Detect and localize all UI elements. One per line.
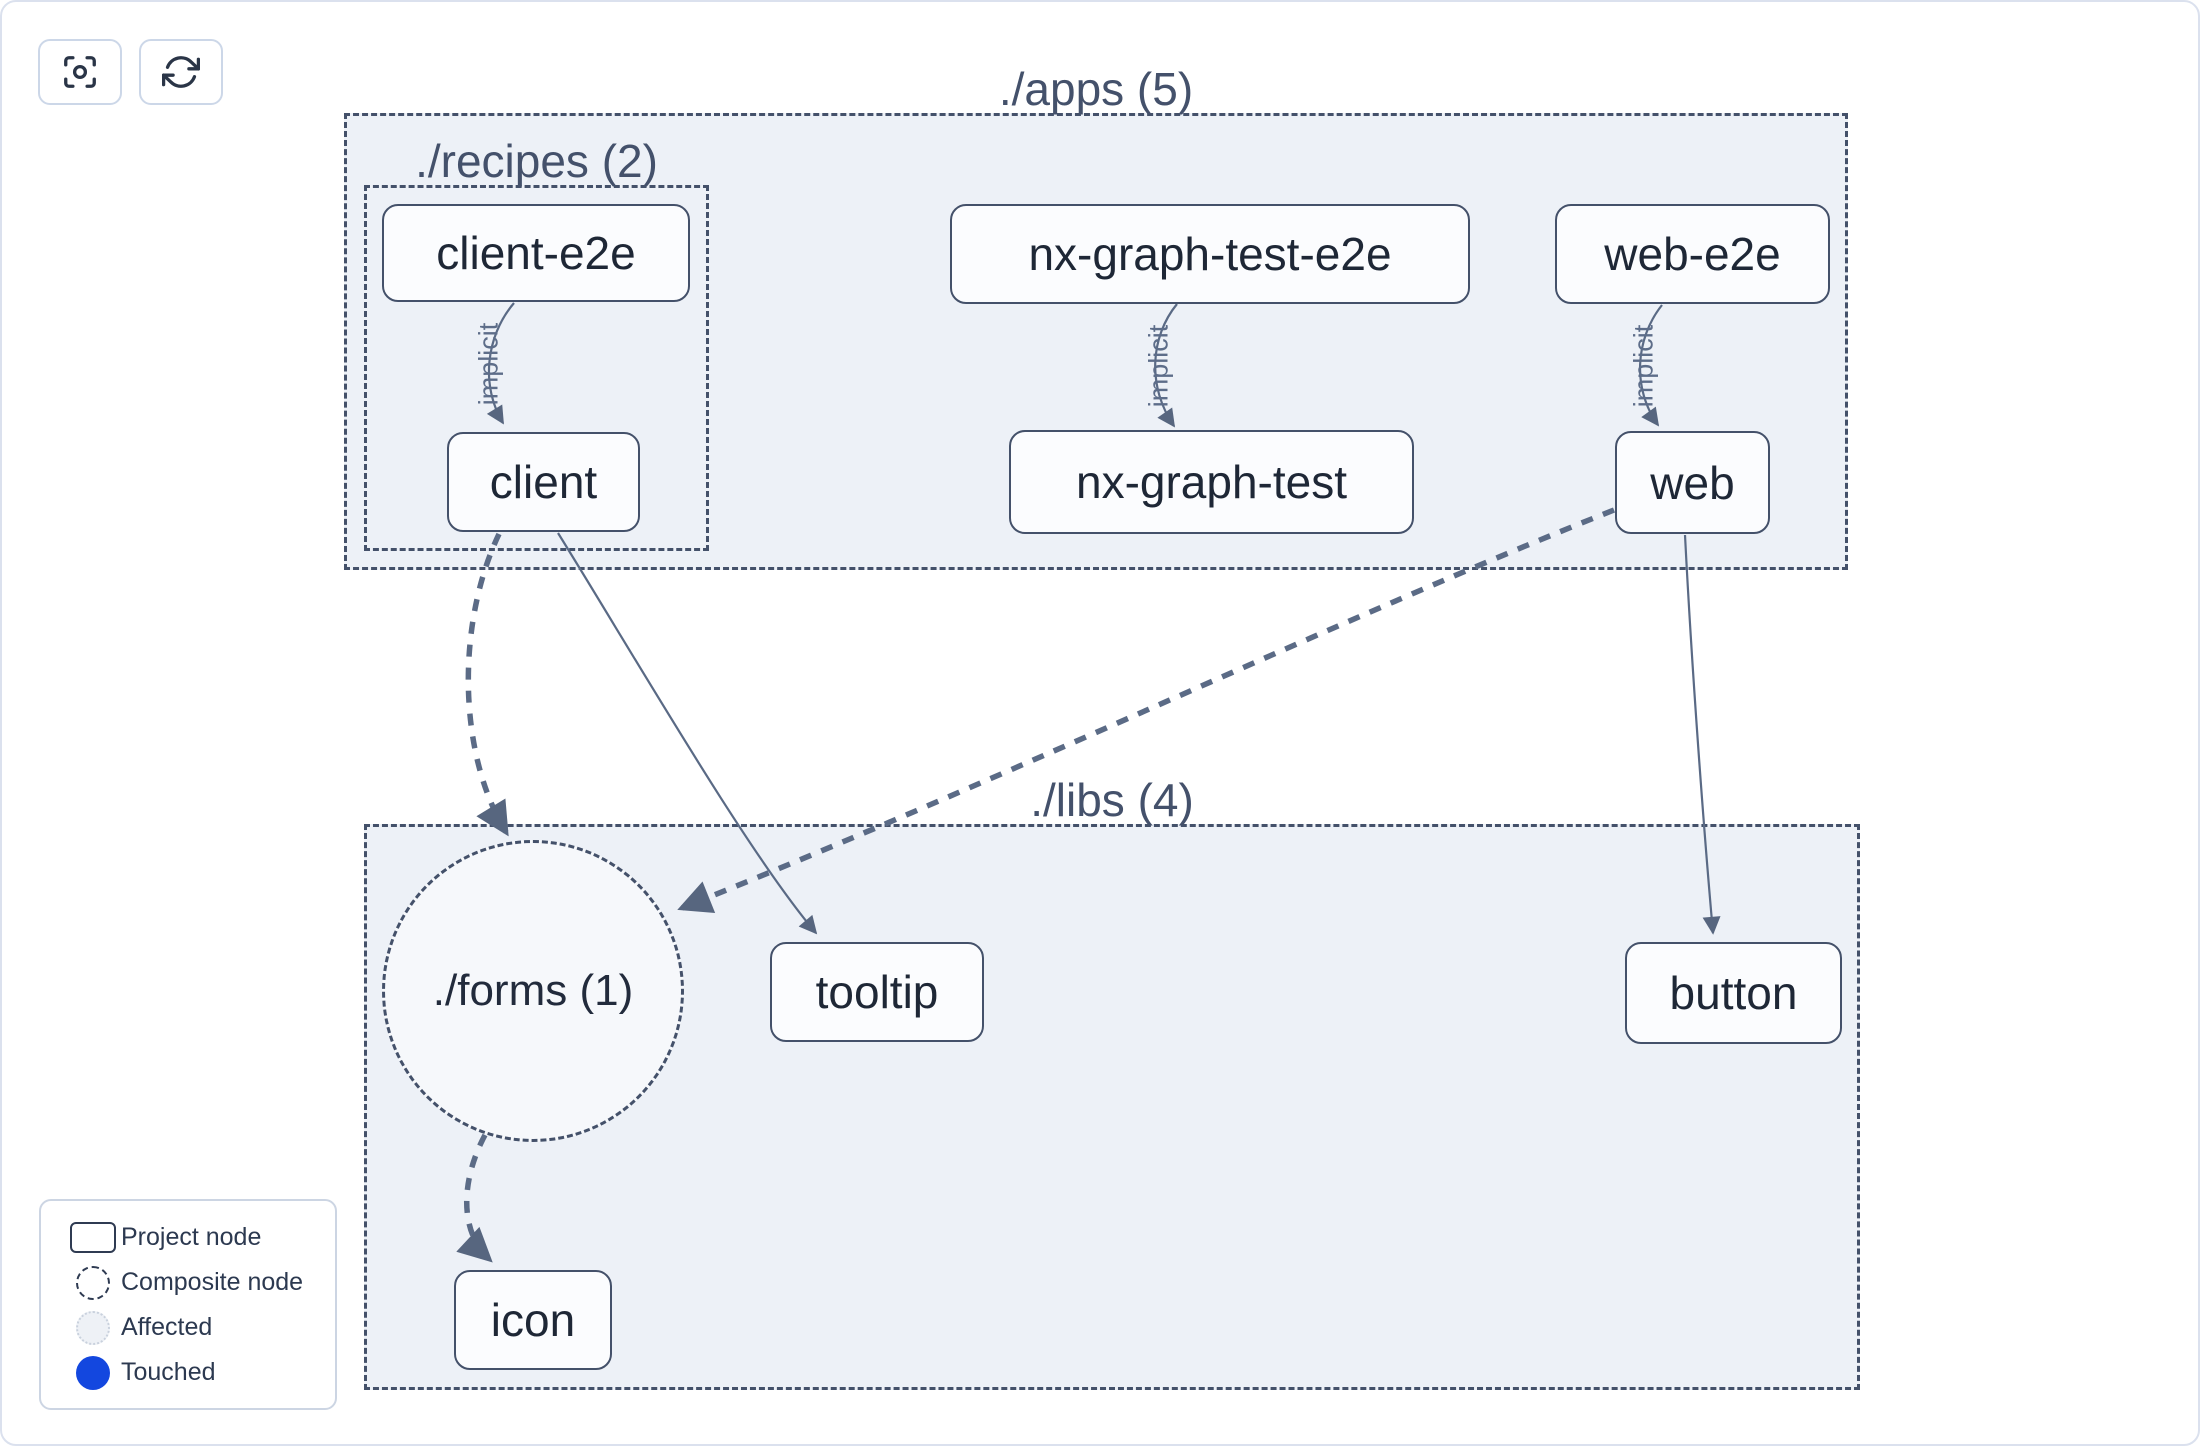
legend: Project node Composite node Affected Tou… xyxy=(39,1199,337,1410)
composite-node-forms[interactable]: ./forms (1) xyxy=(382,840,684,1142)
refresh-button[interactable] xyxy=(139,39,223,105)
legend-label: Project node xyxy=(121,1223,262,1251)
legend-label: Touched xyxy=(121,1358,216,1386)
legend-row-project-node: Project node xyxy=(65,1215,335,1260)
project-node-client[interactable]: client xyxy=(447,432,640,532)
container-libs-label[interactable]: ./libs (4) xyxy=(1030,774,1194,826)
composite-node-swatch xyxy=(76,1265,110,1300)
project-node-label: web-e2e xyxy=(1604,228,1781,280)
project-node-label: icon xyxy=(490,1294,576,1346)
container-apps-label[interactable]: ./apps (5) xyxy=(998,63,1194,115)
edge-label-implicit: implicit xyxy=(1628,324,1659,408)
project-node-label: client xyxy=(489,456,598,508)
project-node-button[interactable]: button xyxy=(1625,942,1842,1044)
project-node-label: nx-graph-test-e2e xyxy=(1028,228,1392,280)
edge-label-implicit: implicit xyxy=(473,322,504,406)
focus-crosshair-icon xyxy=(64,56,96,88)
affected-swatch xyxy=(76,1310,110,1345)
edge-label-implicit: implicit xyxy=(1143,324,1174,408)
project-node-label: button xyxy=(1669,967,1798,1019)
project-node-icon[interactable]: icon xyxy=(454,1270,612,1370)
project-node-web[interactable]: web xyxy=(1615,431,1770,534)
project-node-web-e2e[interactable]: web-e2e xyxy=(1555,204,1830,304)
project-node-swatch xyxy=(70,1222,116,1253)
legend-row-touched: Touched xyxy=(65,1350,335,1395)
project-node-tooltip[interactable]: tooltip xyxy=(770,942,984,1042)
project-node-label: nx-graph-test xyxy=(1075,456,1347,508)
project-node-label: tooltip xyxy=(815,966,939,1018)
legend-row-affected: Affected xyxy=(65,1305,335,1350)
container-recipes[interactable]: ./recipes (2) xyxy=(364,135,709,551)
composite-node-forms-label: ./forms (1) xyxy=(432,966,634,1015)
focus-button[interactable] xyxy=(38,39,122,105)
project-node-label: client-e2e xyxy=(436,227,636,279)
refresh-icon xyxy=(162,56,200,88)
project-node-client-e2e[interactable]: client-e2e xyxy=(382,204,690,302)
container-recipes-label[interactable]: ./recipes (2) xyxy=(415,135,658,187)
touched-swatch xyxy=(76,1355,110,1390)
legend-label: Affected xyxy=(121,1313,213,1341)
legend-label: Composite node xyxy=(121,1268,304,1296)
legend-row-composite-node: Composite node xyxy=(65,1260,335,1305)
project-node-label: web xyxy=(1650,456,1735,509)
project-node-nx-graph-test-e2e[interactable]: nx-graph-test-e2e xyxy=(950,204,1470,304)
project-node-nx-graph-test[interactable]: nx-graph-test xyxy=(1009,430,1414,534)
